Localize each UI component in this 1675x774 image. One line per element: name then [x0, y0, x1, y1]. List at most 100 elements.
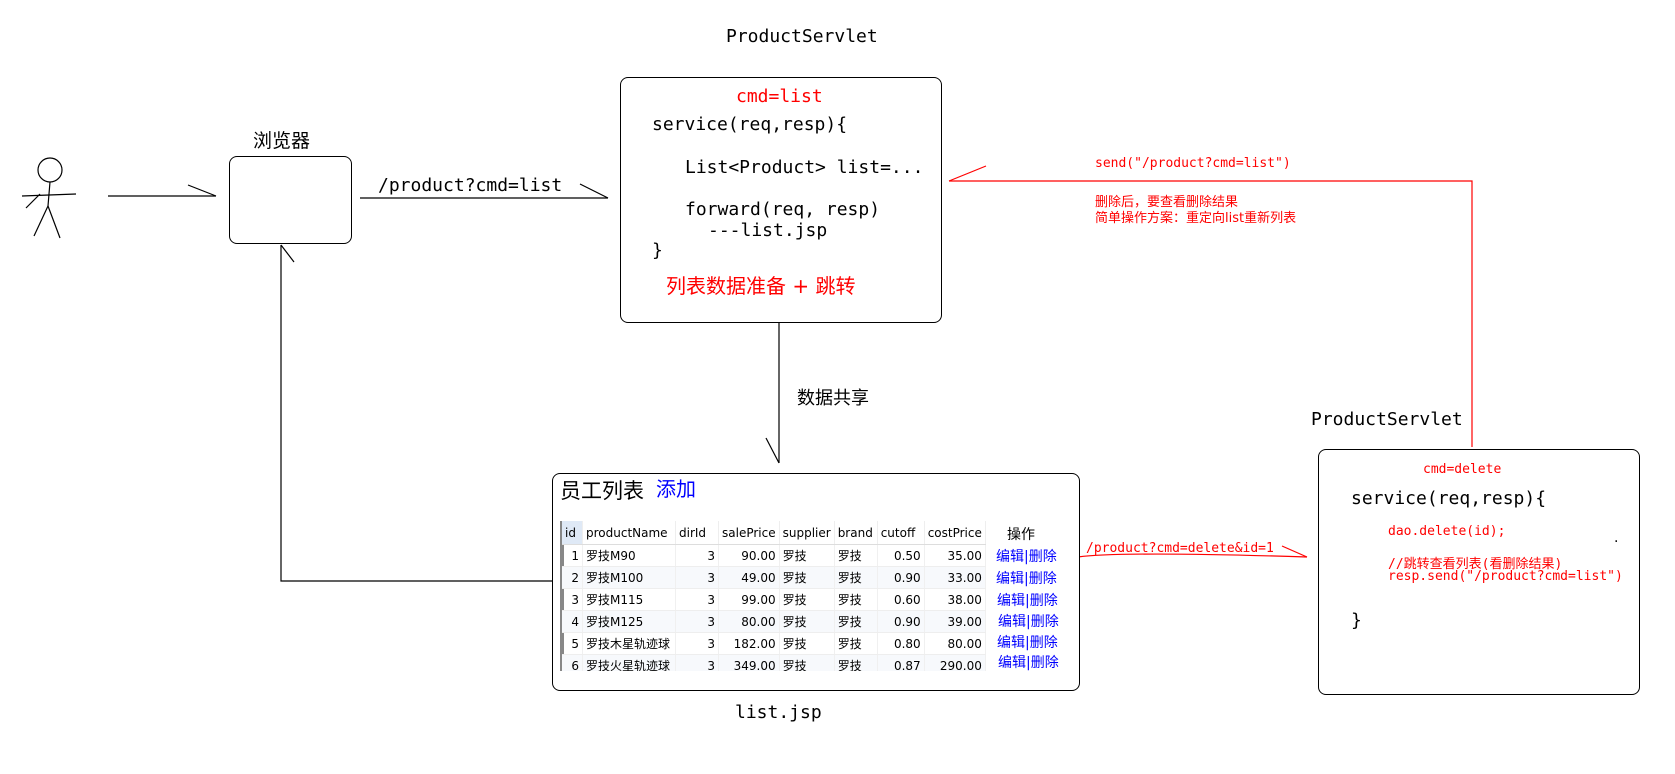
top-code-line-4: ---list.jsp: [708, 220, 828, 241]
right-code-line-4: resp.send("/product?cmd=list"): [1388, 569, 1623, 584]
top-code-line-1: service(req,resp){: [652, 114, 848, 135]
right-dot: .: [1614, 530, 1619, 546]
top-servlet-title: ProductServlet: [726, 26, 878, 47]
table-cell: 80.00: [924, 632, 986, 655]
table-cell: 罗技: [779, 632, 835, 655]
request-url-label: /product?cmd=list: [378, 175, 563, 196]
table-cell: 罗技火星轨迹球: [582, 654, 676, 671]
send-label: send("/product?cmd=list"): [1095, 156, 1291, 171]
table-cell: 3: [675, 588, 719, 611]
row-actions: 编辑|删除: [998, 652, 1059, 672]
table-cell: 3: [675, 566, 719, 589]
edit-link[interactable]: 编辑: [998, 614, 1026, 630]
table-cell: 罗技木星轨迹球: [582, 632, 676, 655]
delete-link[interactable]: 删除: [1028, 549, 1057, 565]
ops-header: 操作: [1007, 527, 1035, 543]
right-servlet-title: ProductServlet: [1311, 409, 1463, 430]
table-cell: 80.00: [718, 610, 780, 633]
col-costprice: costPrice: [924, 521, 986, 545]
table-cell: 罗技: [834, 632, 878, 655]
col-saleprice: salePrice: [718, 521, 780, 545]
row-actions: 编辑|删除: [996, 568, 1057, 588]
action-separator: |: [1025, 593, 1030, 609]
table-cell: 0.90: [877, 610, 925, 633]
table-cell: 罗技: [779, 588, 835, 611]
table-cell: 罗技: [779, 610, 835, 633]
table-cell: 0.60: [877, 588, 925, 611]
top-code-line-2: List<Product> list=...: [685, 157, 924, 178]
table-cell: 0.80: [877, 632, 925, 655]
right-code-line-5: }: [1351, 610, 1362, 631]
table-cell: 4: [562, 610, 583, 633]
edit-link[interactable]: 编辑: [997, 593, 1025, 609]
action-separator: |: [1026, 655, 1031, 671]
edit-link[interactable]: 编辑: [996, 571, 1024, 587]
table-cell: 290.00: [924, 654, 986, 671]
table-cell: 罗技: [779, 544, 835, 567]
top-code-line-3: forward(req, resp): [685, 199, 881, 220]
table-cell: 39.00: [924, 610, 986, 633]
table-cell: 罗技: [834, 610, 878, 633]
table-cell: 罗技M125: [582, 610, 676, 633]
col-dirid: dirId: [675, 521, 719, 545]
table-cell: 3: [675, 654, 719, 671]
row-actions: 编辑|删除: [997, 590, 1058, 610]
table-cell: 5: [562, 632, 583, 655]
browser-box: [229, 156, 352, 244]
delete-link[interactable]: 删除: [1030, 614, 1059, 630]
table-cell: 349.00: [718, 654, 780, 671]
col-cutoff: cutoff: [877, 521, 925, 545]
right-code-line-3: //跳转查看列表(看删除结果): [1388, 557, 1563, 572]
table-cell: 35.00: [924, 544, 986, 567]
delete-link[interactable]: 删除: [1029, 593, 1058, 609]
row-actions: 编辑|删除: [996, 546, 1057, 566]
table-cell: 罗技: [834, 566, 878, 589]
table-cell: 3: [675, 544, 719, 567]
action-separator: |: [1024, 571, 1029, 587]
table-cell: 33.00: [924, 566, 986, 589]
table-cell: 49.00: [718, 566, 780, 589]
product-table: id productName dirId salePrice supplier …: [562, 521, 1077, 671]
row-actions: 编辑|删除: [998, 611, 1059, 631]
table-cell: 0.90: [877, 566, 925, 589]
list-title: 员工列表: [560, 479, 644, 503]
table-cell: 3: [675, 632, 719, 655]
table-header-row: id productName dirId salePrice supplier …: [562, 521, 986, 545]
edit-link[interactable]: 编辑: [996, 549, 1024, 565]
delete-link[interactable]: 删除: [1029, 635, 1058, 651]
edit-link[interactable]: 编辑: [998, 655, 1026, 671]
delete-link[interactable]: 删除: [1028, 571, 1057, 587]
col-brand: brand: [834, 521, 878, 545]
action-separator: |: [1026, 614, 1031, 630]
delete-url-label: /product?cmd=delete&id=1: [1086, 541, 1274, 556]
table-cell: 罗技: [834, 588, 878, 611]
table-cell: 罗技M115: [582, 588, 676, 611]
action-separator: |: [1024, 549, 1029, 565]
table-cell: 0.50: [877, 544, 925, 567]
table-cell: 3: [562, 588, 583, 611]
table-cell: 罗技: [834, 544, 878, 567]
add-link[interactable]: 添加: [656, 477, 696, 501]
table-cell: 182.00: [718, 632, 780, 655]
table-cell: 99.00: [718, 588, 780, 611]
edit-link[interactable]: 编辑: [997, 635, 1025, 651]
browser-label: 浏览器: [253, 130, 311, 152]
top-code-line-5: }: [652, 240, 663, 261]
col-supplier: supplier: [779, 521, 835, 545]
top-caption: 列表数据准备 + 跳转: [666, 274, 856, 298]
table-cell: 90.00: [718, 544, 780, 567]
delete-link[interactable]: 删除: [1030, 655, 1059, 671]
right-code-line-2: dao.delete(id);: [1388, 524, 1506, 539]
table-cell: 罗技: [779, 566, 835, 589]
top-cmd-label: cmd=list: [736, 86, 823, 107]
col-id: id: [562, 521, 583, 545]
table-cell: 罗技: [834, 654, 878, 671]
list-jsp-label: list.jsp: [735, 702, 822, 723]
table-cell: 6: [562, 654, 583, 671]
user-icon: [21, 157, 77, 239]
